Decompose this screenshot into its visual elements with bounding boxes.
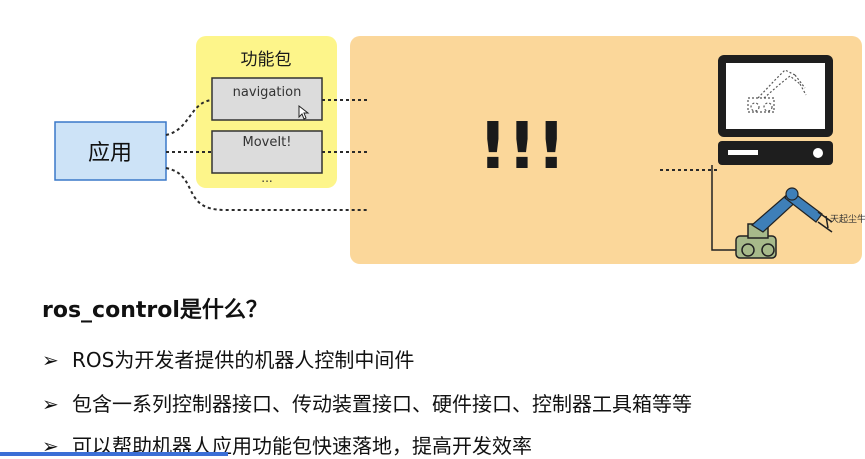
computer-icon — [718, 55, 833, 165]
cursor-icon — [298, 104, 310, 120]
package-item-moveit[interactable] — [211, 130, 323, 174]
bullet-text: ROS为开发者提供的机器人控制中间件 — [72, 348, 415, 372]
bullet-item: ➢ 包含一系列控制器接口、传动装置接口、硬件接口、控制器工具箱等等 — [42, 388, 692, 417]
package-item-label: MoveIt! — [242, 135, 291, 150]
app-box-label: 应用 — [88, 141, 132, 166]
bullet-arrow-icon: ➢ — [42, 348, 59, 372]
watermark-text: 天起尘牛 — [830, 213, 865, 225]
middleware-label: !!! — [478, 110, 566, 184]
ros-control-diagram: !!! 功能包 navigation MoveIt! ... 应用 — [54, 36, 865, 264]
bullet-item: ➢ ROS为开发者提供的机器人控制中间件 — [42, 344, 414, 373]
app-connectors — [165, 99, 720, 211]
package-item-ellipsis: ... — [261, 171, 272, 185]
robot-arm-icon — [711, 165, 833, 259]
package-item-label: navigation — [233, 85, 302, 100]
page-heading: ros_control是什么？ — [42, 298, 268, 323]
app-box[interactable] — [54, 121, 167, 181]
package-group-title: 功能包 — [241, 50, 292, 70]
bullet-text: 包含一系列控制器接口、传动装置接口、硬件接口、控制器工具箱等等 — [72, 392, 692, 416]
bullet-arrow-icon: ➢ — [42, 392, 59, 416]
progress-underline — [0, 452, 228, 456]
